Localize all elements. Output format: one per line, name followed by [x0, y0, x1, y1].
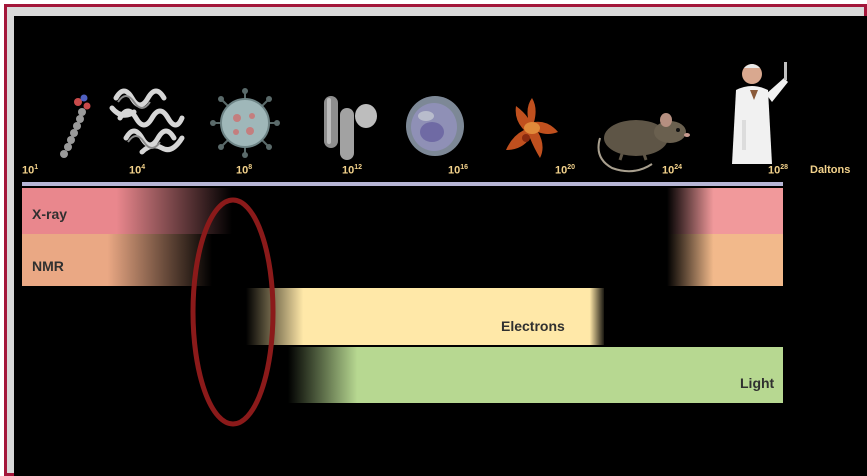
gap-highlight-ellipse: [14, 16, 867, 476]
diagram-panel: 101 104 108 1012 1016 1020 1024 1028 Dal…: [14, 16, 867, 476]
